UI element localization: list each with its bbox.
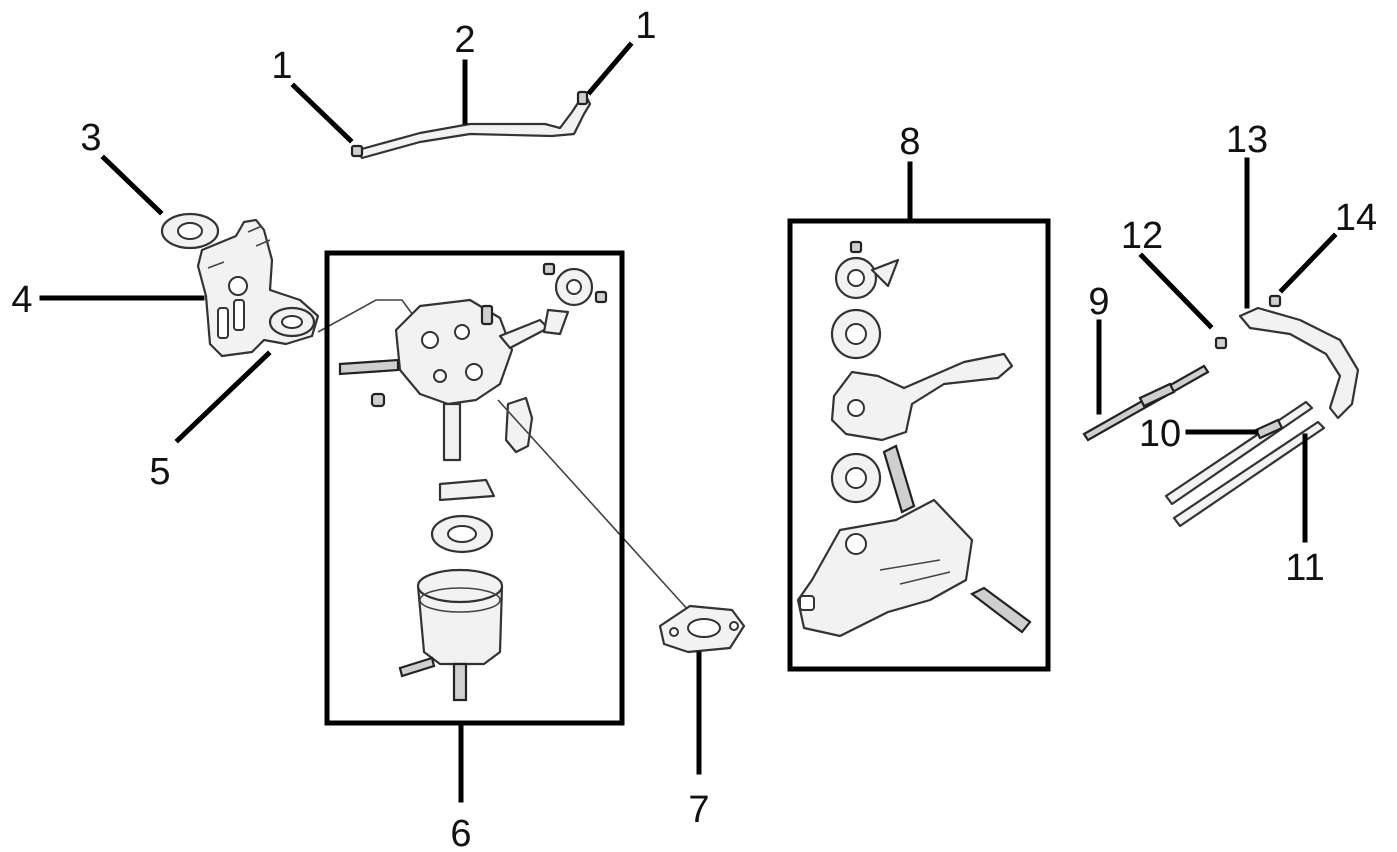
callout-12: 12 [1121, 215, 1163, 257]
leader-3 [100, 154, 164, 216]
callout-1b: 1 [635, 5, 656, 47]
governor-assembly-part [796, 240, 1032, 638]
callout-4: 4 [11, 279, 32, 321]
callout-7: 7 [688, 789, 709, 831]
callout-3: 3 [80, 117, 101, 159]
carburetor-assembly-part [317, 262, 691, 702]
intake-bracket-part [160, 212, 320, 358]
gasket-part [658, 604, 746, 654]
leader-14 [1278, 232, 1338, 294]
fuel-line-part [350, 90, 592, 160]
callout-13: 13 [1226, 119, 1268, 161]
callout-5: 5 [149, 451, 170, 493]
callout-9: 9 [1088, 281, 1109, 323]
linkage-rods-part [1082, 294, 1360, 528]
callout-14: 14 [1335, 197, 1377, 239]
leader-1a [290, 82, 354, 144]
governor-group-frame [787, 218, 1051, 672]
callout-10: 10 [1139, 413, 1181, 455]
leader-5 [174, 350, 272, 444]
callout-11: 11 [1285, 547, 1324, 589]
callout-1a: 1 [271, 45, 292, 87]
leader-1b [586, 41, 634, 96]
carburetor-group-frame [324, 250, 625, 726]
leader-12 [1138, 252, 1214, 330]
callout-labels: 1 2 1 3 4 5 6 7 8 9 10 11 12 13 14 [11, 5, 1377, 852]
leader-lines [39, 41, 1338, 803]
callout-6: 6 [450, 813, 471, 852]
callout-8: 8 [899, 121, 920, 163]
callout-2: 2 [454, 19, 475, 61]
